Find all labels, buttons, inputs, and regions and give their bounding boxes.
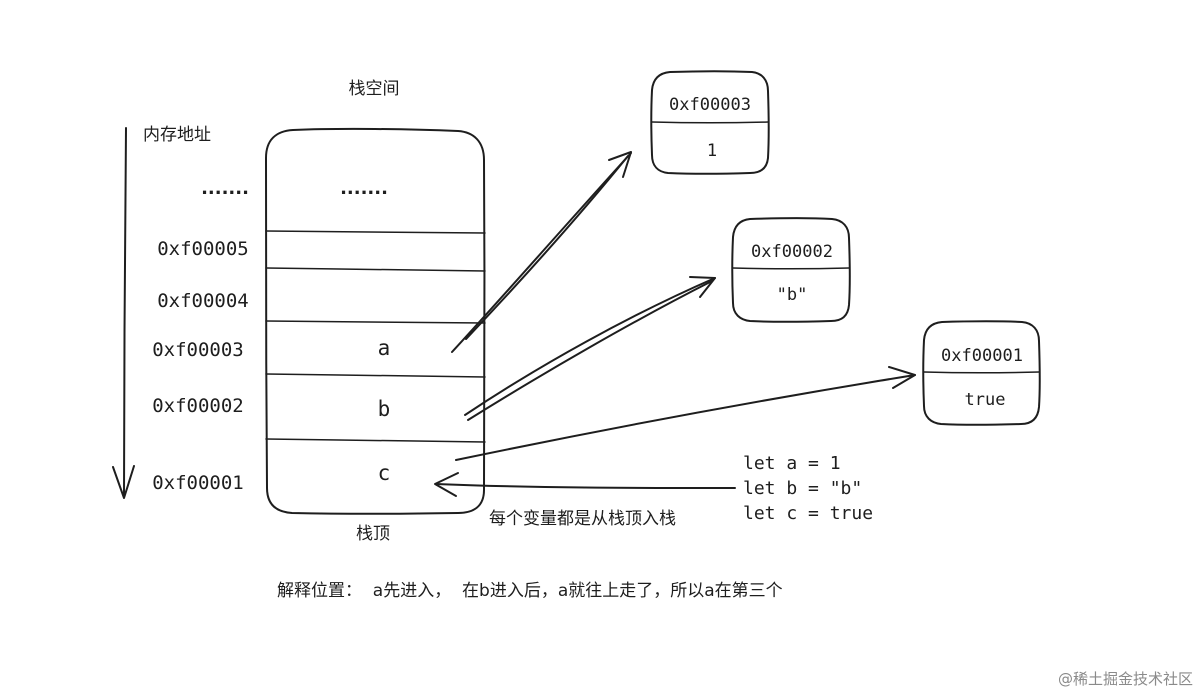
stack-slot-variable-a: a (378, 336, 391, 360)
heap-box-value: "b" (777, 285, 808, 305)
heap-box-address: 0xf00003 (669, 95, 751, 115)
stack-container (265, 127, 486, 515)
push-arrow (434, 472, 736, 497)
code-line: let a = 1 (743, 453, 841, 474)
stack-slot-variable-c: c (378, 461, 391, 485)
pointer-arrow-c (455, 366, 916, 461)
memory-address-label: 内存地址 (143, 125, 211, 145)
address-label-0xf00004: 0xf00004 (157, 290, 249, 312)
stack-divider (265, 267, 486, 272)
address-label-0xf00001: 0xf00001 (152, 472, 244, 494)
address-label-0xf00003: 0xf00003 (152, 339, 244, 361)
heap-box-0xf00002 (731, 217, 851, 323)
address-ellipsis: ....... (201, 178, 249, 199)
code-line: let b = "b" (743, 478, 862, 499)
heap-box-0xf00001 (922, 320, 1041, 426)
pointer-arrow-a (451, 151, 632, 353)
heap-box-address: 0xf00001 (941, 346, 1023, 366)
stack-divider (265, 230, 486, 234)
push-note: 每个变量都是从栈顶入栈 (489, 509, 676, 529)
memory-address-axis-arrow (112, 127, 135, 499)
pointer-arrow-b (464, 276, 716, 421)
code-line: let c = true (743, 503, 873, 524)
stack-divider (265, 320, 486, 324)
heap-box-address: 0xf00002 (751, 242, 833, 262)
address-label-0xf00005: 0xf00005 (157, 238, 249, 260)
stack-top-label: 栈顶 (356, 524, 390, 544)
heap-box-value: 1 (707, 141, 717, 161)
stack-ellipsis: ....... (340, 178, 388, 199)
heap-box-0xf00003 (650, 70, 770, 175)
address-label-0xf00002: 0xf00002 (152, 395, 244, 417)
stack-divider (265, 438, 486, 443)
stack-space-title: 栈空间 (349, 79, 400, 99)
heap-box-value: true (965, 390, 1006, 410)
stack-slot-variable-b: b (378, 397, 391, 421)
explanation-text: 解释位置： a先进入， 在b进入后，a就往上走了，所以a在第三个 (277, 581, 783, 601)
stack-divider (265, 373, 486, 378)
watermark: @稀土掘金技术社区 (1058, 670, 1193, 688)
